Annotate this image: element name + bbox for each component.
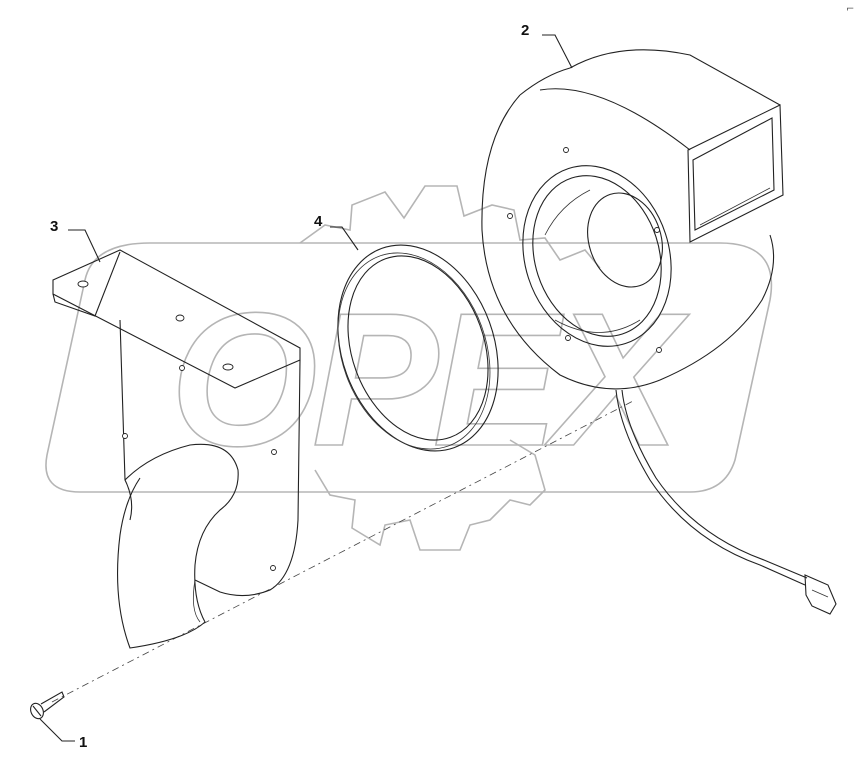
leader-line-3 — [68, 229, 101, 263]
watermark-gear-icon — [299, 185, 601, 551]
callout-4: 4 — [314, 213, 323, 230]
mounting-bracket — [52, 249, 301, 649]
watermark-frame — [45, 242, 773, 493]
connector-plug — [804, 574, 837, 615]
callout-2: 2 — [521, 22, 529, 39]
screw — [30, 691, 65, 720]
watermark-text: OPEX — [170, 274, 690, 486]
leader-line-1 — [39, 718, 75, 742]
callout-1: 1 — [79, 734, 87, 751]
blower-fan-motor — [481, 49, 837, 615]
leader-line-2 — [542, 34, 573, 69]
leader-line-4 — [330, 226, 359, 251]
corner-mark: ⌐ — [846, 4, 854, 15]
assembly-axis-line — [51, 399, 636, 703]
callout-3: 3 — [50, 218, 58, 235]
gasket-ring — [337, 244, 499, 452]
opex-watermark: OPEX — [45, 185, 773, 551]
